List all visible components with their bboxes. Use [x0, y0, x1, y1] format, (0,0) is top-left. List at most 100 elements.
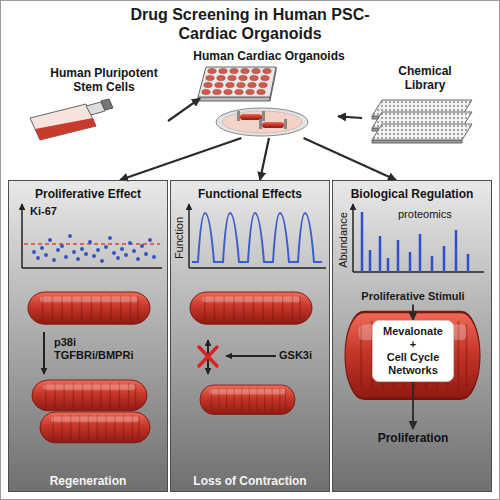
node-heading: Mevalonate — [377, 325, 449, 338]
source-label-box: Chemical Library — [362, 62, 488, 142]
panel-ground — [8, 180, 168, 492]
drug-label: GSK3i — [279, 349, 312, 362]
cardiomyocyte — [200, 385, 295, 414]
panel-ground — [170, 180, 330, 492]
data-dot — [84, 252, 88, 256]
flow-arrow — [260, 138, 269, 180]
source-label-box: Human Pluripotent Stem Cells — [40, 64, 168, 140]
data-dot — [32, 250, 36, 254]
library-plate — [372, 124, 472, 140]
data-dot — [112, 251, 116, 255]
dish-medium — [222, 111, 302, 133]
organoid-post — [284, 119, 287, 129]
data-dot — [68, 234, 72, 238]
data-dot — [48, 238, 52, 242]
result-panel: Proliferative Effect — [8, 180, 168, 492]
plate-wells — [202, 68, 271, 94]
drug-label: p38i TGFBRi/BMPRi — [54, 336, 150, 362]
node-heading: Human Pluripotent Stem Cells — [42, 66, 166, 94]
well — [250, 75, 258, 80]
flow-arrow — [412, 382, 414, 429]
node-text: + — [377, 338, 449, 351]
well — [228, 75, 236, 80]
well — [230, 68, 238, 73]
data-dot — [152, 255, 156, 259]
well — [219, 68, 227, 73]
well — [206, 75, 214, 80]
block-cross — [199, 347, 217, 366]
well — [261, 75, 269, 80]
chart-axis — [189, 267, 326, 269]
node-heading: Proliferation — [378, 431, 449, 445]
organoid-tissue — [240, 114, 262, 120]
inhibitor-arrow — [226, 355, 276, 357]
axis-label: Ki-67 — [30, 205, 57, 218]
node-heading: Functional Effects — [173, 187, 327, 201]
abundance-bars — [362, 212, 468, 272]
chart-axis — [22, 267, 162, 269]
node-text: Cell Cycle Networks — [377, 351, 449, 377]
label-slot: Function — [173, 217, 186, 259]
organoid-tissue — [262, 122, 284, 128]
data-dot — [148, 238, 152, 242]
data-dot — [88, 240, 92, 244]
label-slot: Loss of Contraction — [193, 474, 306, 488]
outcome-label: Regeneration — [50, 474, 127, 488]
label-slot: Ki-67 — [30, 205, 57, 218]
axis-label: Function — [173, 217, 186, 259]
well — [252, 68, 260, 73]
data-dot — [128, 241, 132, 245]
data-dot — [44, 253, 48, 257]
label-slot: GSK3i — [279, 349, 312, 362]
cardiomyocyte — [40, 412, 150, 443]
node-heading: Proliferative Stimuli — [361, 290, 464, 303]
outcome-label: Proliferation — [376, 429, 451, 447]
result-panel: Biological RegulationProliferative Stimu… — [332, 180, 492, 492]
flow-arrow — [338, 116, 362, 118]
node-heading: Chemical Library — [385, 64, 465, 92]
flask-medium — [35, 118, 96, 140]
data-dot — [76, 257, 80, 261]
treatment-arrow — [43, 332, 45, 374]
dish-rim — [216, 108, 308, 136]
label-slot: proteomics — [398, 208, 452, 221]
data-dot — [80, 247, 84, 251]
data-dot — [132, 249, 136, 253]
well — [215, 82, 223, 87]
axis-label: Abundance — [337, 212, 350, 268]
data-dot — [92, 254, 96, 258]
flow-arrow — [304, 138, 397, 180]
contraction-trace — [192, 213, 322, 262]
chart-label: proteomics — [398, 208, 452, 221]
well — [259, 82, 267, 87]
flask-cap — [101, 99, 113, 110]
scatter-dots — [32, 234, 156, 263]
label-slot: Abundance — [337, 212, 350, 268]
data-dot — [116, 256, 120, 260]
data-dot — [96, 248, 100, 252]
data-dot — [52, 258, 56, 262]
connector-group — [120, 98, 413, 429]
title-slot: Drug Screening in Human PSC-Cardiac Orga… — [130, 5, 370, 43]
data-dot — [120, 247, 124, 251]
node-heading: Biological Regulation — [335, 187, 489, 201]
well — [208, 68, 216, 73]
diagram-title: Drug Screening in Human PSC-Cardiac Orga… — [130, 5, 370, 43]
data-dot — [64, 255, 68, 259]
data-dot — [140, 244, 144, 248]
well — [202, 89, 210, 94]
data-dot — [124, 253, 128, 257]
cardiomyocyte — [28, 292, 150, 324]
outcome-label: Loss of Contraction — [193, 474, 306, 488]
well — [226, 82, 234, 87]
node-heading: Proliferative Effect — [11, 187, 165, 201]
well — [246, 89, 254, 94]
data-dot — [144, 252, 148, 256]
chart-axis — [352, 204, 354, 272]
flow-arrow — [168, 98, 200, 121]
chart-axis — [21, 204, 23, 268]
cardiomyocyte — [32, 380, 147, 411]
